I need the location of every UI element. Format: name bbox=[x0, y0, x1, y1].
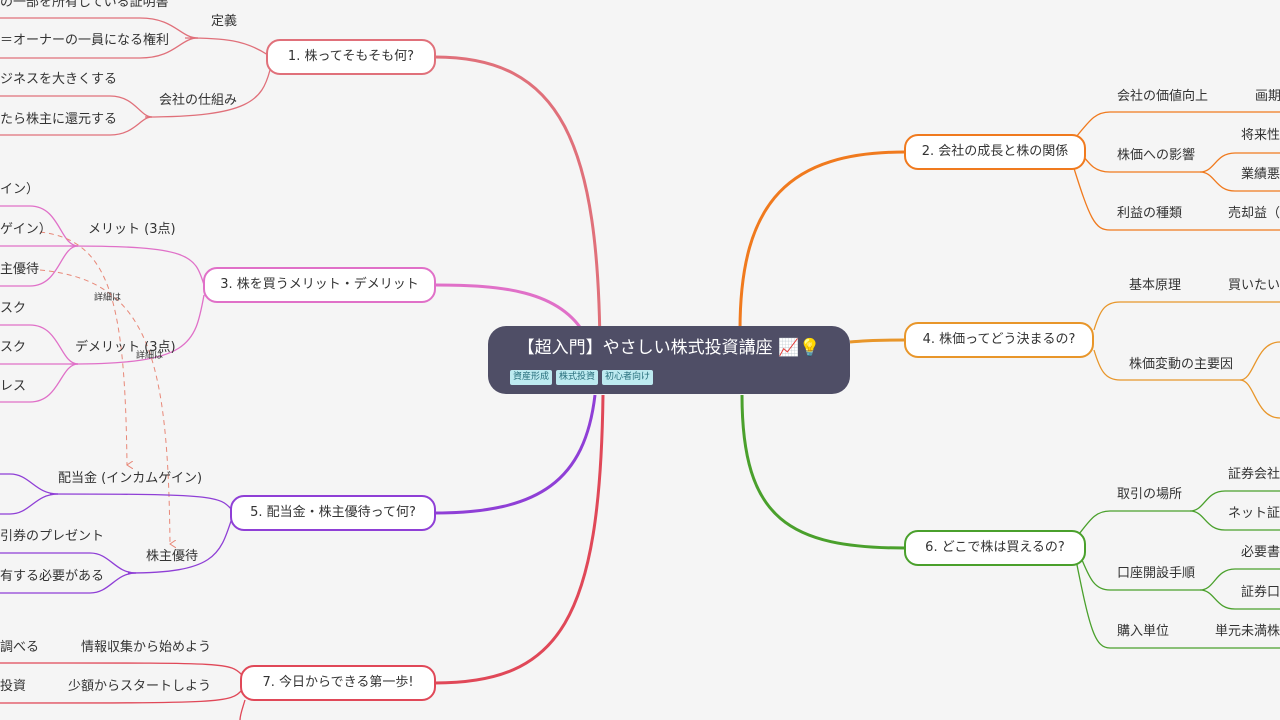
topic-unit-a[interactable]: 単元未満株 bbox=[1215, 624, 1280, 639]
branch-6-node[interactable]: 6. どこで株は買えるの? bbox=[904, 530, 1086, 566]
branch-3-node[interactable]: 3. 株を買うメリット・デメリット bbox=[203, 267, 436, 303]
topic-trade-place[interactable]: 取引の場所 bbox=[1117, 487, 1183, 502]
branch-7-node[interactable]: 7. 今日からできる第一歩! bbox=[240, 665, 436, 701]
topic-demerit-c[interactable]: レス bbox=[0, 379, 27, 394]
tag[interactable]: 株式投資 bbox=[556, 370, 599, 385]
topic-price-impact-b[interactable]: 業績悪 bbox=[1241, 167, 1280, 182]
link-b6 bbox=[740, 394, 906, 550]
topic-unit[interactable]: 購入単位 bbox=[1117, 624, 1170, 639]
topic-trade-place-b[interactable]: ネット証 bbox=[1228, 506, 1280, 521]
branch-4-node[interactable]: 4. 株価ってどう決まるの? bbox=[904, 322, 1094, 358]
link-b2 bbox=[738, 150, 906, 331]
topic-profit-type[interactable]: 利益の種類 bbox=[1117, 206, 1183, 221]
tag[interactable]: 資産形成 bbox=[510, 370, 553, 385]
topic-merit-a[interactable]: イン） bbox=[0, 182, 40, 197]
link-b7 bbox=[434, 394, 605, 685]
topic-profit-type-a[interactable]: 売却益（ bbox=[1228, 206, 1280, 221]
topic-demerit[interactable]: デメリット (3点) bbox=[75, 340, 176, 355]
root-topic[interactable]: 【超入門】やさしい株式投資講座 📈💡 資産形成 株式投資 初心者向け bbox=[488, 326, 850, 394]
topic-value-up-a[interactable]: 画期 bbox=[1255, 89, 1280, 104]
topic-definition[interactable]: 定義 bbox=[211, 14, 238, 29]
topic-price-impact[interactable]: 株価への影響 bbox=[1117, 148, 1196, 163]
topic-basic-principle[interactable]: 基本原理 bbox=[1129, 278, 1182, 293]
topic-dividend[interactable]: 配当金 (インカムゲイン) bbox=[58, 471, 203, 486]
tag[interactable]: 初心者向け bbox=[602, 370, 654, 385]
topic-account-open[interactable]: 口座開設手順 bbox=[1117, 566, 1196, 581]
topic-step-small[interactable]: 少額からスタートしよう bbox=[68, 679, 212, 694]
root-title: 【超入門】やさしい株式投資講座 📈💡 bbox=[517, 338, 821, 358]
branch-2-node[interactable]: 2. 会社の成長と株の関係 bbox=[904, 134, 1086, 170]
link-b3 bbox=[434, 283, 587, 336]
topic-step-info-a[interactable]: 調べる bbox=[0, 640, 40, 655]
link-note: 詳細は bbox=[136, 351, 164, 361]
link-b5 bbox=[434, 394, 597, 515]
topic-step-small-a[interactable]: 投資 bbox=[0, 679, 27, 694]
topic-price-impact-a[interactable]: 将来性 bbox=[1241, 128, 1280, 143]
topic-company-mechanism[interactable]: 会社の仕組み bbox=[159, 93, 238, 108]
topic-merit[interactable]: メリット (3点) bbox=[88, 222, 176, 237]
topic-benefit-a[interactable]: 引券のプレゼント bbox=[0, 529, 105, 544]
topic-value-up[interactable]: 会社の価値向上 bbox=[1117, 89, 1209, 104]
topic-demerit-a[interactable]: スク bbox=[0, 301, 27, 316]
link-b4 bbox=[849, 338, 906, 344]
link-note: 詳細は bbox=[94, 293, 122, 303]
branch-1-node[interactable]: 1. 株ってそもそも何? bbox=[266, 39, 436, 75]
topic-benefit-b[interactable]: 有する必要がある bbox=[0, 569, 105, 584]
topic-definition-b[interactable]: ＝オーナーの一員になる権利 bbox=[0, 33, 170, 48]
topic-shareholder-benefit[interactable]: 株主優待 bbox=[146, 549, 199, 564]
branch-5-node[interactable]: 5. 配当金・株主優待って何? bbox=[230, 495, 436, 531]
topic-demerit-b[interactable]: スク bbox=[0, 340, 27, 355]
topic-step-info[interactable]: 情報収集から始めよう bbox=[81, 640, 212, 655]
topic-mechanism-b[interactable]: たら株主に還元する bbox=[0, 112, 118, 127]
topic-account-open-a[interactable]: 必要書 bbox=[1241, 545, 1280, 560]
tag-list: 資産形成 株式投資 初心者向け bbox=[510, 370, 654, 385]
link-b1 bbox=[434, 55, 602, 361]
topic-basic-principle-a[interactable]: 買いたい bbox=[1228, 278, 1280, 293]
topic-merit-c[interactable]: 主優待 bbox=[0, 262, 40, 277]
topic-price-factors[interactable]: 株価変動の主要因 bbox=[1129, 357, 1234, 372]
topic-mechanism-a[interactable]: ジネスを大きくする bbox=[0, 72, 118, 87]
topic-definition-a[interactable]: の一部を所有している証明書 bbox=[0, 0, 169, 10]
topic-merit-b[interactable]: ゲイン） bbox=[0, 222, 52, 237]
topic-account-open-b[interactable]: 証券口 bbox=[1241, 585, 1280, 600]
topic-trade-place-a[interactable]: 証券会社 bbox=[1228, 467, 1280, 482]
